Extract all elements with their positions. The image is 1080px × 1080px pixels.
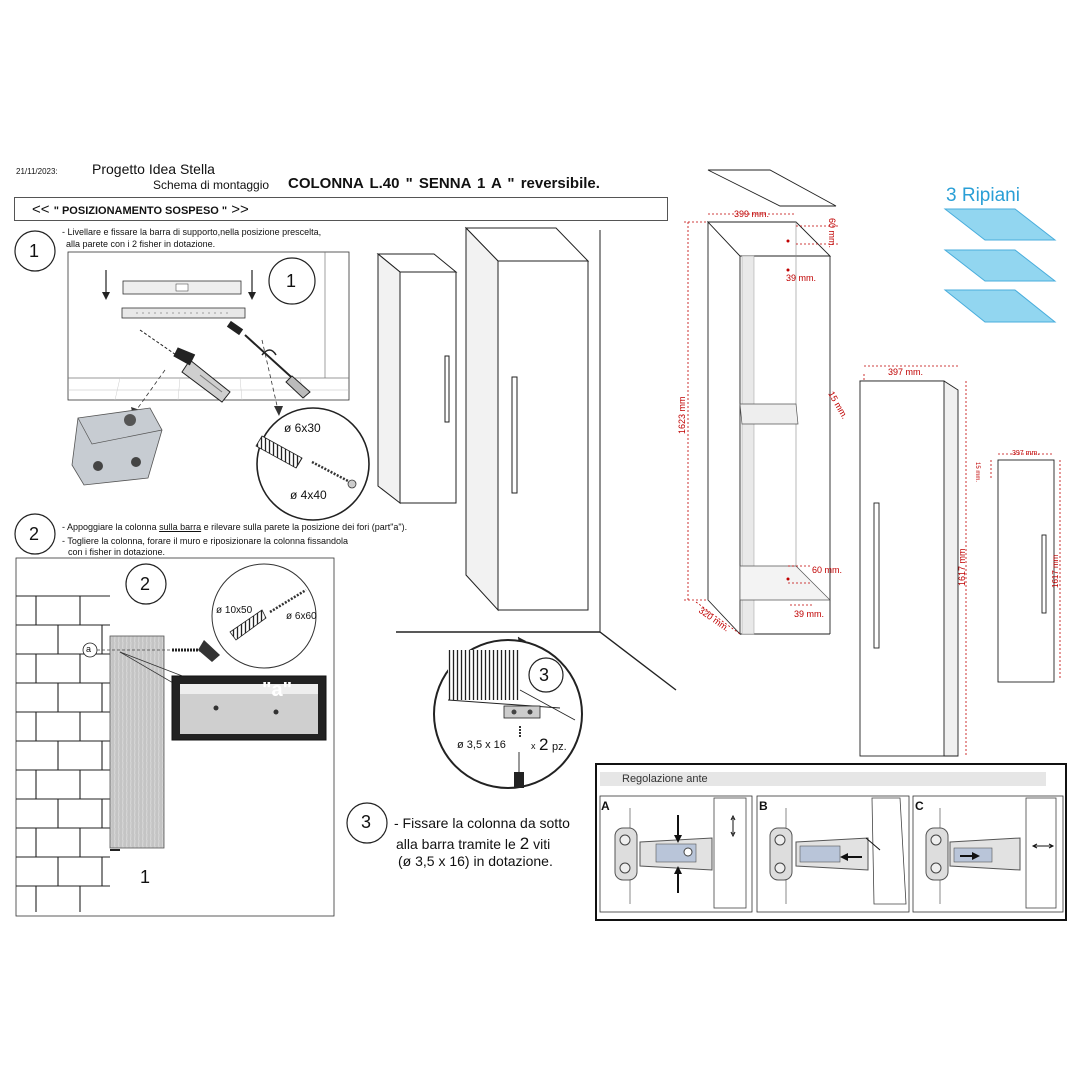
step1-number-circle	[14, 230, 56, 272]
step1-illustration	[14, 230, 370, 521]
dim-height: 1623 mm	[677, 396, 687, 434]
banner-right-arrows: >>	[231, 201, 249, 218]
hinge-adjustment-title: Regolazione ante	[622, 773, 708, 785]
shelf-1	[943, 208, 1057, 241]
step1-detail-circle	[268, 257, 316, 305]
cabinet-main	[464, 226, 590, 612]
shelf-3	[943, 289, 1057, 323]
step2-text-a: - Appoggiare la colonna	[62, 522, 160, 532]
screw-b-label: ø 4x40	[290, 488, 327, 502]
step3-text-num: 2	[519, 834, 530, 853]
step3-detail-number: 3	[539, 665, 550, 685]
step3-number-circle	[346, 802, 388, 844]
step3-number: 3	[361, 812, 372, 832]
screwdriver-small	[514, 752, 524, 788]
step3-qty-unit: pz.	[552, 741, 567, 753]
step3-qty: 2	[539, 735, 549, 754]
step2-text-b: e rilevare sulla parete la posizione dei…	[201, 522, 408, 532]
step2-number: 2	[29, 524, 40, 544]
step3-screw-spec: ø 3,5 x 16	[457, 739, 506, 751]
wall-bracket	[71, 407, 163, 486]
step2-text-underlined: sulla barra	[159, 522, 202, 532]
shelves-label: 3 Ripiani	[946, 185, 1020, 206]
dim-small-width: 397 mm.	[1012, 450, 1040, 457]
step1-instruction-1: - Livellare e fissare la barra di suppor…	[62, 227, 322, 237]
banner-text: " POSIZIONAMENTO SOSPESO "	[53, 205, 228, 217]
step3-text-b: viti	[529, 836, 551, 852]
column-side-texture	[109, 635, 165, 849]
step3-instruction-2: alla barra tramite le 2 viti	[396, 835, 550, 852]
step2-detail-circle	[125, 563, 167, 605]
date: 21/11/2023:	[16, 167, 58, 176]
dim-width-top: 399 mm.	[734, 209, 770, 219]
dim-door-width: 397 mm.	[888, 367, 924, 377]
marker-a: a	[86, 644, 92, 654]
step2-detail-number: 2	[140, 574, 151, 594]
dim-bottom-side: 39 mm.	[794, 609, 825, 619]
dim-side-offset: 39 mm.	[786, 273, 817, 283]
door-panel	[859, 380, 959, 757]
screw-a-label: ø 6x30	[284, 421, 321, 435]
dim-small-height: 1617 mm	[1051, 554, 1060, 588]
step3-qty-prefix: x	[531, 741, 536, 751]
hinge-adjustment-panel	[595, 763, 1067, 921]
banner-left-arrows: <<	[32, 201, 50, 218]
step2-illustration	[14, 513, 335, 917]
step3-text-a: alla barra tramite le	[396, 836, 520, 852]
door-panel-small	[997, 459, 1055, 683]
dim-door-height: 1617 mm	[957, 548, 967, 586]
support-bar	[121, 307, 246, 319]
step1-detail-number: 1	[286, 271, 297, 291]
plug-label: ø 10x50	[216, 605, 253, 616]
screwdriver	[226, 320, 311, 399]
wall-plug	[172, 640, 220, 662]
dim-small-top: 15 mm.	[974, 462, 980, 483]
panel-a-label: A	[601, 799, 610, 813]
cabinet-narrow	[376, 252, 458, 505]
step2-bottom-number: 1	[140, 867, 151, 887]
step2-number-circle	[14, 513, 56, 555]
project-name: Progetto Idea Stella	[92, 161, 215, 177]
panel-b-label: B	[759, 799, 768, 813]
dim-bottom-offset: 60 mm.	[812, 565, 843, 575]
section-banner	[14, 197, 668, 221]
step2-instruction-2: - Togliere la colonna, forare il muro e …	[62, 536, 348, 546]
screw-detail-circle	[256, 407, 370, 521]
plug-and-screw	[255, 435, 357, 489]
mount-plate	[503, 705, 541, 719]
step2-instruction-1: - Appoggiare la colonna sulla barra e ri…	[62, 523, 407, 532]
product-title: COLONNA L.40 " SENNA 1 A " reversibile.	[288, 175, 600, 192]
step1-instruction-2: alla parete con i 2 fisher in dotazione.	[66, 239, 216, 249]
step2-instruction-3: con i fisher in dotazione.	[68, 547, 166, 557]
banner-title: << " POSIZIONAMENTO SOSPESO " >>	[32, 202, 249, 217]
room-corner	[396, 230, 677, 691]
step3-detail	[433, 639, 583, 789]
step3-instruction-3: (ø 3,5 x 16) in dotazione.	[398, 853, 553, 869]
shelf-2	[943, 249, 1057, 282]
step3-instruction-1: - Fissare la colonna da sotto	[394, 815, 570, 831]
panel-c-label: C	[915, 799, 924, 813]
photo-a-label: "a"	[262, 679, 293, 701]
drill	[139, 329, 231, 403]
shelves-group	[943, 208, 1057, 323]
step1-number: 1	[29, 241, 40, 261]
dim-top-offset: 60 mm.	[827, 218, 837, 249]
cabinet-dimensioned	[706, 169, 837, 636]
dimension-lines	[684, 213, 1061, 756]
schema-label: Schema di montaggio	[153, 178, 270, 192]
screw-label: ø 6x60	[286, 611, 317, 622]
